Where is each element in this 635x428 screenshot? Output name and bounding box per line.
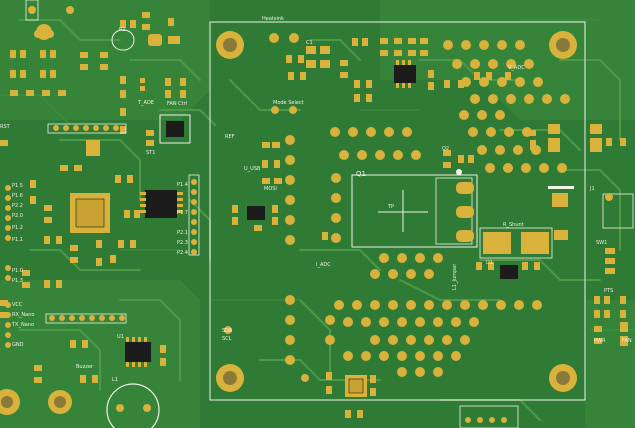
label-gnd: GND <box>12 342 24 348</box>
label-sda: SDA <box>222 328 233 334</box>
label-i-adc: I_ADC <box>316 262 331 268</box>
label-p1-6: P1.6 <box>12 193 23 199</box>
label-t-ade: T_ADE <box>138 100 154 106</box>
label-p2-4: P2.4 <box>177 250 188 256</box>
label-p1-4: P1.4 <box>177 182 188 188</box>
label-r1: R1 <box>119 27 126 33</box>
label-p1-1: P1.1 <box>12 237 23 243</box>
label-l1-jumper: L1_Jumper <box>452 263 458 290</box>
label-p1-5: P1.5 <box>12 183 23 189</box>
label-sw1: SW1 <box>596 240 608 246</box>
label-mode-select: Mode Select <box>273 100 304 106</box>
label-c1: C1 <box>306 40 313 46</box>
label-p2-2: P2.2 <box>12 203 23 209</box>
label-fan-ctrl: FAN Ctrl <box>167 101 188 107</box>
label-d1: D1 <box>486 260 494 266</box>
label-p1-0: P1.0 <box>12 268 23 274</box>
label-j1: J1 <box>590 186 595 192</box>
label-p2-1: P2.1 <box>177 230 188 236</box>
label-tx-nano: TX_Nano <box>12 322 35 328</box>
label-q2: Q2 <box>442 146 450 152</box>
label-pwr: PWR <box>594 338 606 344</box>
label-pts: PTS <box>604 288 614 294</box>
label-l1: L1 <box>112 377 118 383</box>
label-rst: RST <box>0 124 10 130</box>
label-heatsink: Heatsink <box>262 16 284 22</box>
label-st1: ST1 <box>146 150 156 156</box>
label-fan: FAN <box>622 338 632 344</box>
label-v-adc: V_ADC <box>508 65 525 71</box>
label-p2-0: P2.0 <box>12 213 23 219</box>
label-p1-7: P1.7 <box>177 210 188 216</box>
label-p1-3: P1.3 <box>12 278 23 284</box>
label-buzzer: Buzzer <box>76 364 93 370</box>
label-r-shunt: R_Shunt <box>503 222 524 228</box>
label-tp: TP <box>388 204 395 210</box>
label-u-usb: U_USB <box>244 166 261 172</box>
label-vcc: VCC <box>12 302 23 308</box>
label-ref: REF <box>225 134 235 140</box>
label-p2-3: P2.3 <box>177 240 188 246</box>
label-scl: SCL <box>222 336 232 342</box>
label-mosi: MOSI <box>264 186 277 192</box>
label-rx-nano: RX_Nano <box>12 312 35 318</box>
label-u1: U1 <box>117 334 124 340</box>
label-q1: Q1 <box>356 170 366 178</box>
label-p1-2: P1.2 <box>12 225 23 231</box>
